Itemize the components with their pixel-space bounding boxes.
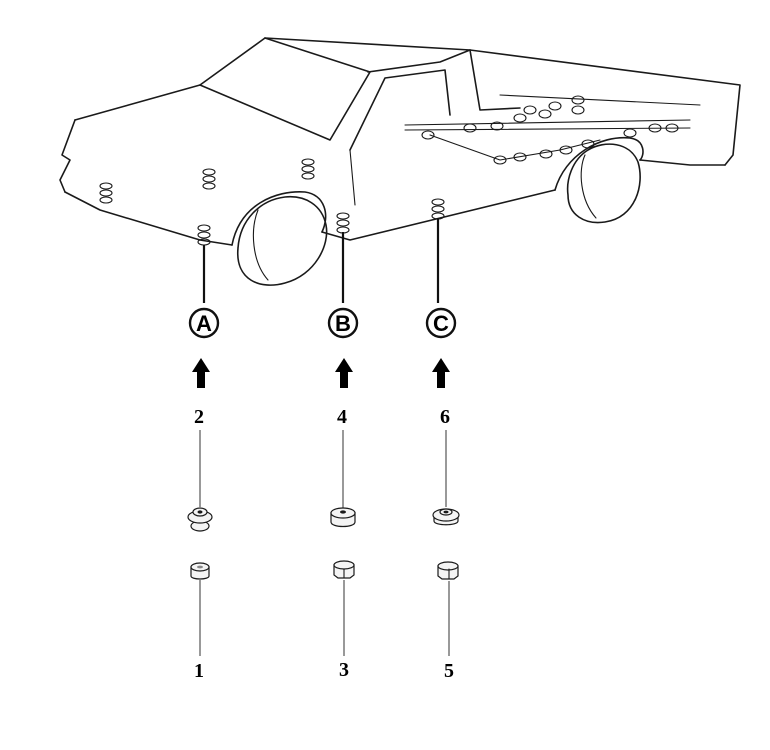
part-number-5: 5	[444, 660, 454, 682]
car-body-outline-icon	[59, 37, 741, 286]
mount-marker-a	[197, 224, 211, 246]
part-4-grommet-icon	[330, 507, 356, 528]
up-arrow-icon	[192, 358, 210, 388]
part-2-grommet-icon	[187, 507, 213, 532]
mount-marker-c	[431, 198, 445, 220]
part-number-6: 6	[440, 406, 450, 428]
up-arrow-icon	[335, 358, 353, 388]
part-number-1: 1	[194, 660, 204, 682]
part-3-plug-icon	[333, 560, 355, 579]
mount-marker-b	[336, 212, 350, 234]
up-arrow-icon	[432, 358, 450, 388]
mount-marker	[202, 168, 216, 190]
part-1-plug-icon	[190, 562, 210, 580]
part-number-4: 4	[337, 406, 347, 428]
mount-marker	[99, 182, 113, 204]
part-6-grommet-icon	[432, 508, 460, 526]
callout-c: C	[425, 307, 457, 339]
part-5-plug-icon	[437, 561, 459, 580]
mount-points	[99, 95, 679, 246]
mount-marker	[421, 95, 679, 165]
callout-b-label: B	[335, 311, 351, 336]
callout-a-label: A	[196, 311, 212, 336]
part-number-2: 2	[194, 406, 204, 428]
part-number-3: 3	[339, 659, 349, 681]
callout-c-label: C	[433, 311, 449, 336]
callout-b: B	[327, 307, 359, 339]
callout-a: A	[188, 307, 220, 339]
mount-marker	[301, 158, 315, 180]
